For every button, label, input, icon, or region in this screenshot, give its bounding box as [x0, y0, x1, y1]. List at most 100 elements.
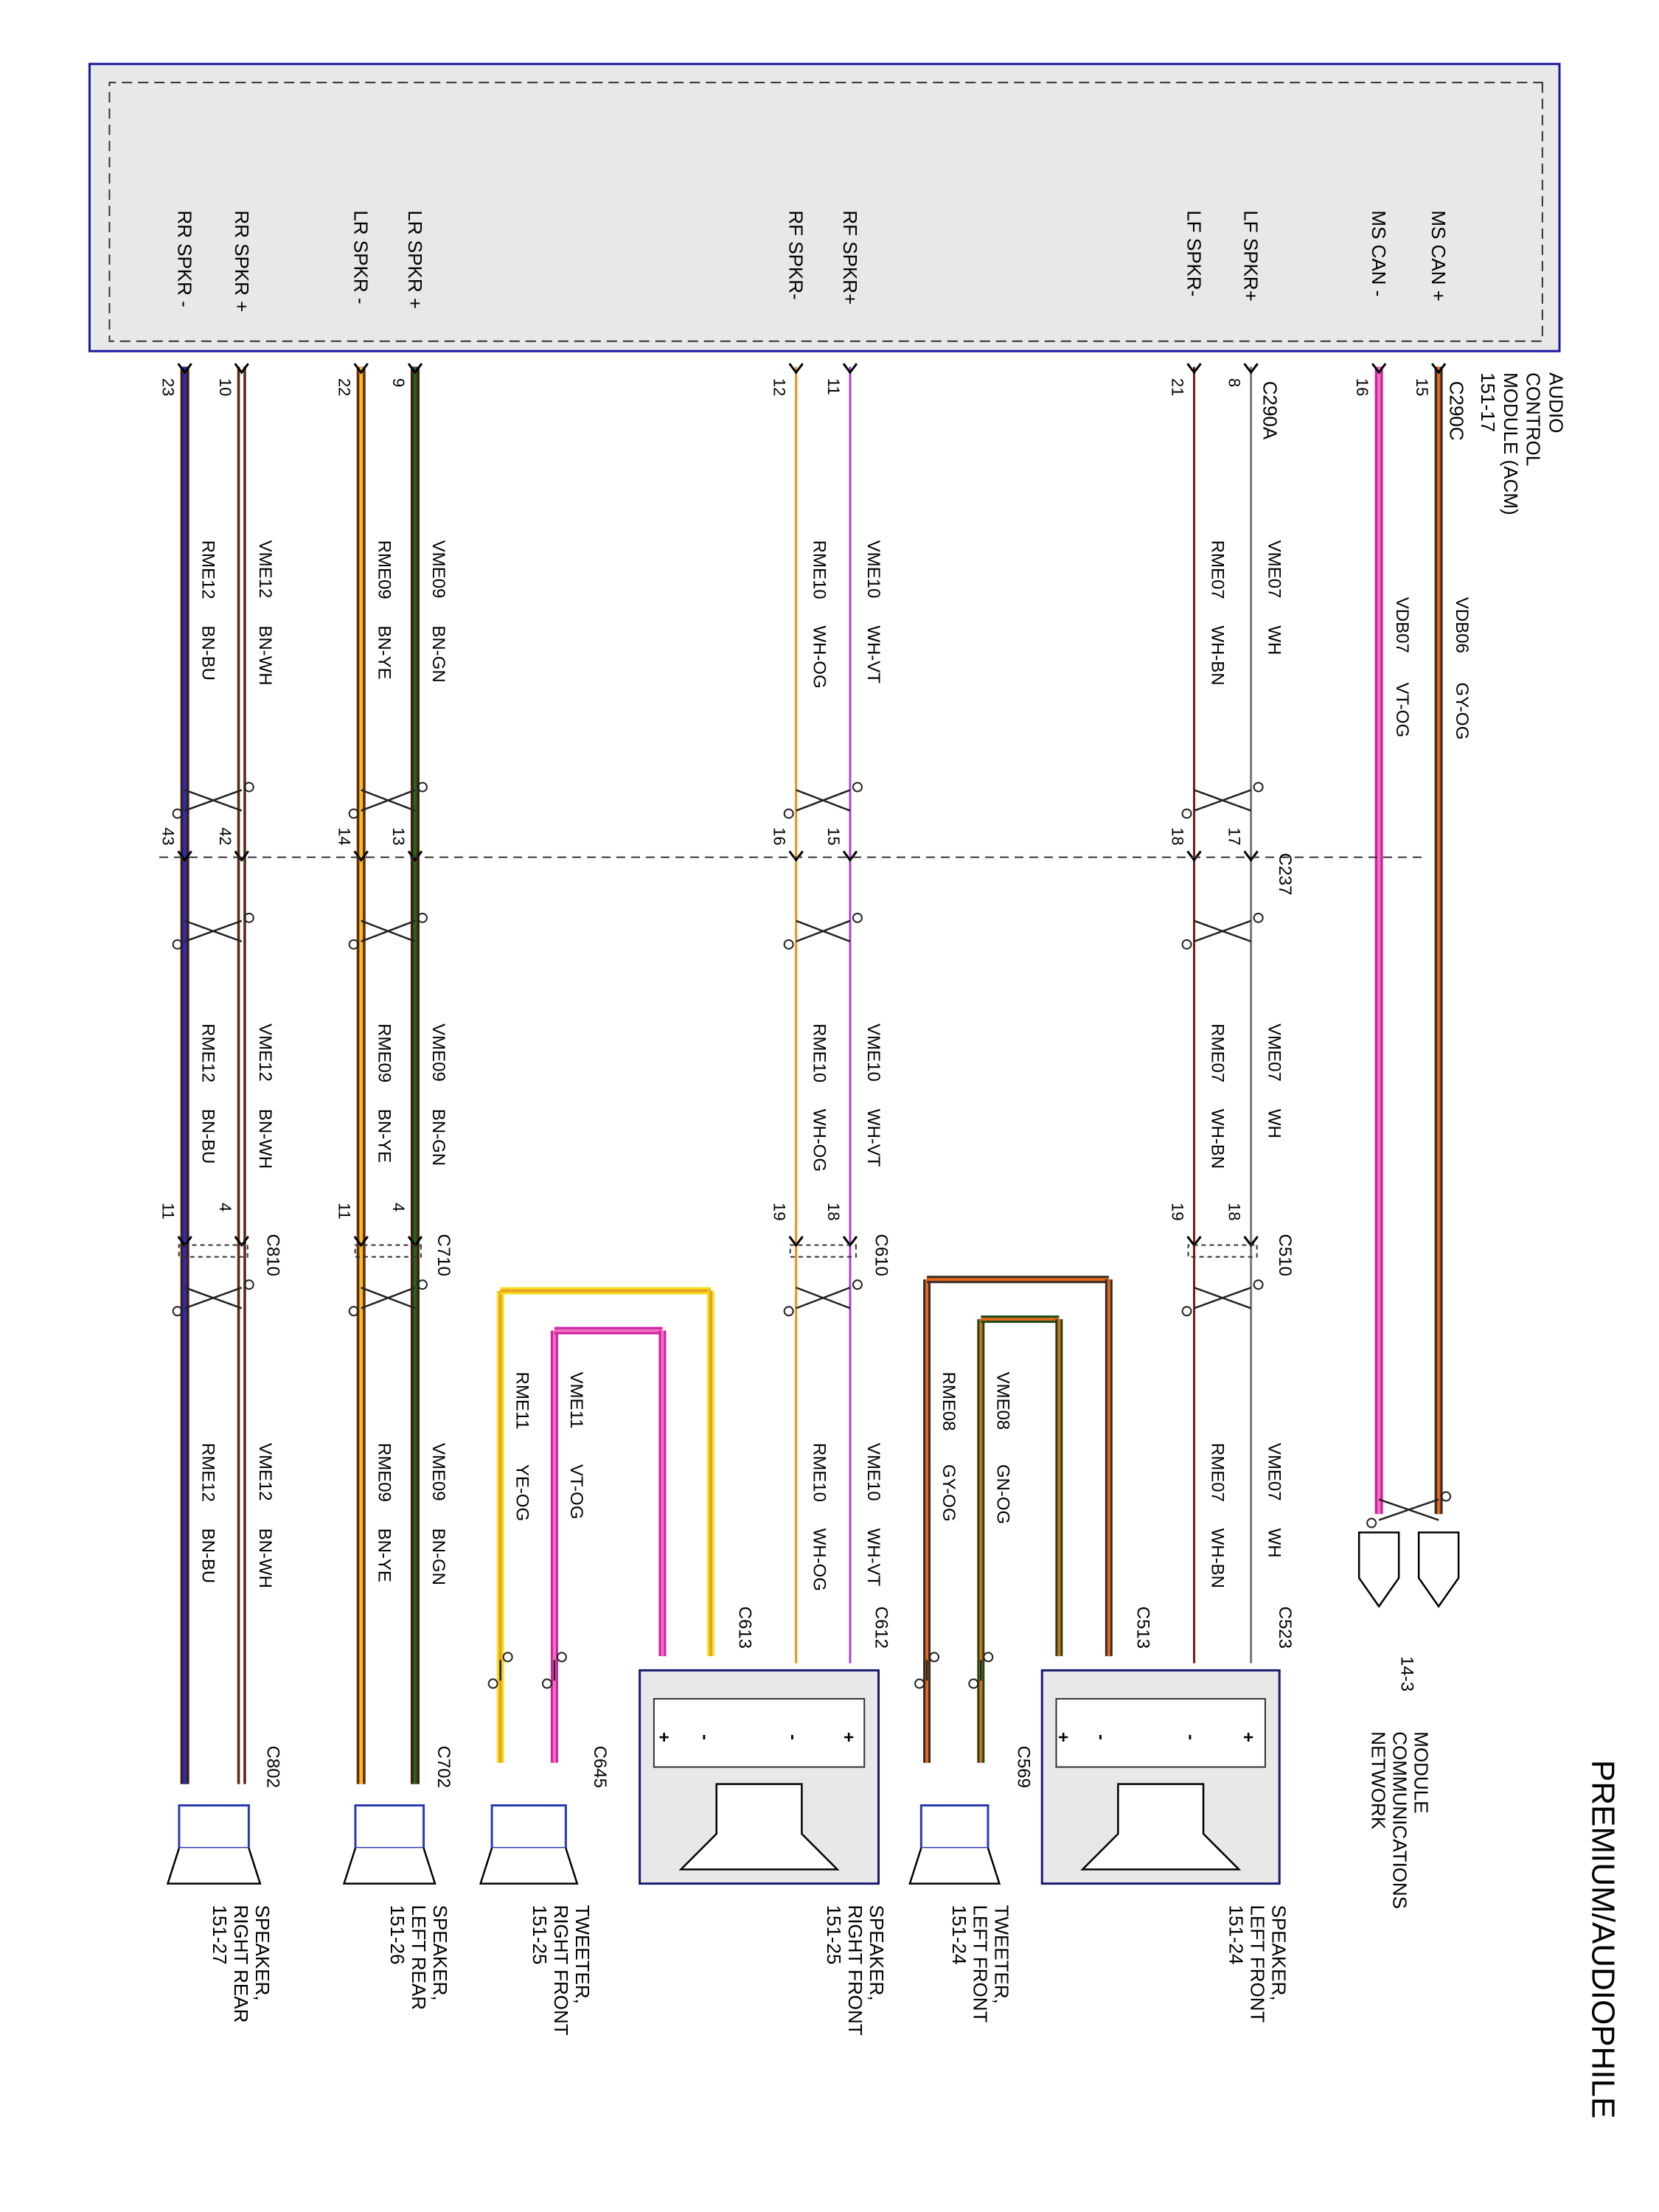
circuit-id-lf_plus: VME07 — [1265, 1443, 1284, 1501]
chevron — [407, 850, 423, 862]
chevron — [407, 363, 423, 375]
color-code-lf_plus: WH — [1265, 1109, 1284, 1138]
connector-label: C802 — [262, 1746, 282, 1788]
twist-marker-loop — [852, 1279, 863, 1290]
color-code-rf_plus: WH-VT — [863, 1109, 883, 1167]
pin-number: 8 — [1225, 378, 1244, 387]
network-connector-icon — [1417, 1531, 1460, 1608]
twist-marker-loop — [348, 939, 359, 950]
twist-marker-loop — [929, 1652, 940, 1663]
terminal-mark: + — [653, 1732, 673, 1742]
connector-dash — [1187, 1244, 1258, 1258]
pin-label-lr_plus: LR SPKR + — [404, 210, 426, 309]
circuit-id-rf_minus: RME10 — [810, 540, 830, 599]
pin-number: 13 — [389, 827, 408, 845]
color-code-rr_plus: BN-WH — [255, 625, 275, 685]
twist-marker — [796, 919, 851, 943]
color-code-rf_plus: WH-VT — [863, 1528, 883, 1587]
component-label-lr_speaker: 151-26 — [386, 1905, 408, 1965]
pin-number: 17 — [1225, 827, 1244, 845]
connector-label: C237 — [1275, 853, 1295, 895]
terminal-mark: - — [1091, 1734, 1111, 1740]
color-code-rr_minus: BN-BU — [198, 625, 218, 681]
twist-marker — [796, 1287, 851, 1310]
pin-label-lf_plus: LF SPKR+ — [1240, 210, 1262, 302]
rr-speaker-cone — [166, 1848, 262, 1885]
chevron — [1243, 850, 1259, 862]
twist-marker — [184, 1287, 243, 1310]
twist-marker-loop — [172, 1306, 183, 1317]
component-label-lf_tweeter: LEFT FRONT — [970, 1905, 992, 2023]
circuit-id-rr_plus: VME12 — [255, 540, 275, 599]
pin-label-ms_can_minus: MS CAN - — [1368, 210, 1390, 296]
color-code-rr_plus: BN-WH — [255, 1109, 275, 1169]
module-name-line: CONTROL — [1523, 372, 1545, 466]
wire-layer — [180, 366, 1443, 1784]
twist-marker-loop — [487, 1678, 498, 1689]
circuit-id-ms_can_minus: VDB07 — [1392, 597, 1412, 653]
connector-C290A: C290A — [1259, 381, 1281, 440]
module-name-line: 151-17 — [1477, 372, 1499, 432]
terminal-mark: + — [838, 1732, 858, 1742]
twist-marker-loop — [1181, 939, 1192, 950]
pin-label-lr_minus: LR SPKR - — [350, 210, 372, 304]
chevron — [842, 850, 858, 862]
connector-label: C610 — [872, 1234, 891, 1276]
page-title: PREMIUM/AUDIOPHILE — [1585, 1760, 1621, 2119]
circuit-id-rf_plus: VME10 — [863, 1023, 883, 1082]
component-label-lf_speaker: SPEAKER, — [1268, 1905, 1290, 2001]
circuit-id-rr_plus: VME12 — [255, 1023, 275, 1082]
connector-dash — [789, 1244, 857, 1258]
circuit-id-rf_minus: RME10 — [810, 1443, 830, 1502]
color-code-rr_minus: BN-BU — [198, 1109, 218, 1164]
pin-number: 4 — [216, 1203, 234, 1211]
circuit-id-lr_minus: RME09 — [375, 1023, 394, 1082]
connector-label: C510 — [1275, 1234, 1295, 1276]
twist-marker-loop — [1253, 1279, 1264, 1290]
circuit-id-rr_minus: RME12 — [198, 540, 218, 599]
circuit-id-lr_plus: VME09 — [428, 1023, 448, 1082]
component-label-lf_tweeter: TWEETER, — [991, 1905, 1013, 2004]
module-name-line: MODULE (ACM) — [1500, 372, 1522, 515]
component-label-lf_tweeter: 151-24 — [948, 1905, 970, 1965]
component-label-rf_speaker: SPEAKER, — [866, 1905, 888, 2001]
color-code-lf_minus: WH-BN — [1208, 1109, 1228, 1169]
color-code-lr_minus: BN-YE — [375, 1528, 394, 1582]
twist-marker-loop — [1181, 1306, 1192, 1317]
twist-marker — [184, 919, 243, 943]
chevron — [842, 363, 858, 375]
component-layer: MS CAN +MS CAN -LF SPKR+LF SPKR-RF SPKR+… — [88, 63, 1621, 2119]
chevron — [177, 363, 192, 375]
pin-number: 12 — [771, 378, 789, 396]
color-code-lr_plus: BN-GN — [428, 1109, 448, 1166]
color-code-lr_minus: BN-YE — [375, 625, 394, 679]
rf-tweeter-coil — [490, 1804, 567, 1849]
connector-label: C569 — [1013, 1746, 1033, 1788]
color-code-tw_lf_minus: GY-OG — [939, 1464, 959, 1522]
pin-number: 42 — [216, 827, 234, 845]
pin-number: 9 — [389, 378, 408, 387]
circuit-id-rf_plus: VME10 — [863, 1443, 883, 1501]
circuit-id-rr_minus: RME12 — [198, 1443, 218, 1502]
lf-tweeter-coil — [919, 1804, 990, 1849]
twist-marker-loop — [1253, 782, 1264, 793]
pin-label-rr_minus: RR SPKR - — [174, 210, 196, 307]
color-code-lf_minus: WH-BN — [1208, 1528, 1228, 1588]
twist-marker-loop — [348, 1306, 359, 1317]
pin-number: 43 — [159, 827, 178, 845]
terminal-mark: - — [1181, 1734, 1201, 1740]
terminal-mark: + — [1053, 1732, 1073, 1742]
component-label-rf_speaker: 151-25 — [823, 1905, 845, 1965]
component-label-lr_speaker: SPEAKER, — [429, 1905, 451, 2001]
component-label-rr_speaker: SPEAKER, — [251, 1905, 274, 2001]
component-label-rr_speaker: 151-27 — [209, 1905, 231, 1965]
twist-marker-loop — [983, 1652, 994, 1663]
network-connector-icon — [1357, 1531, 1400, 1608]
lf-speaker-terminal-strip — [1055, 1697, 1266, 1768]
color-code-lr_minus: BN-YE — [375, 1109, 394, 1163]
circuit-id-lf_minus: RME07 — [1208, 1443, 1228, 1502]
circuit-id-tw_lf_minus: RME08 — [939, 1372, 959, 1431]
circuit-id-tw_rf_plus: VME11 — [566, 1372, 586, 1429]
color-code-lr_plus: BN-GN — [428, 1528, 448, 1585]
color-code-tw_rf_minus: YE-OG — [512, 1464, 532, 1521]
